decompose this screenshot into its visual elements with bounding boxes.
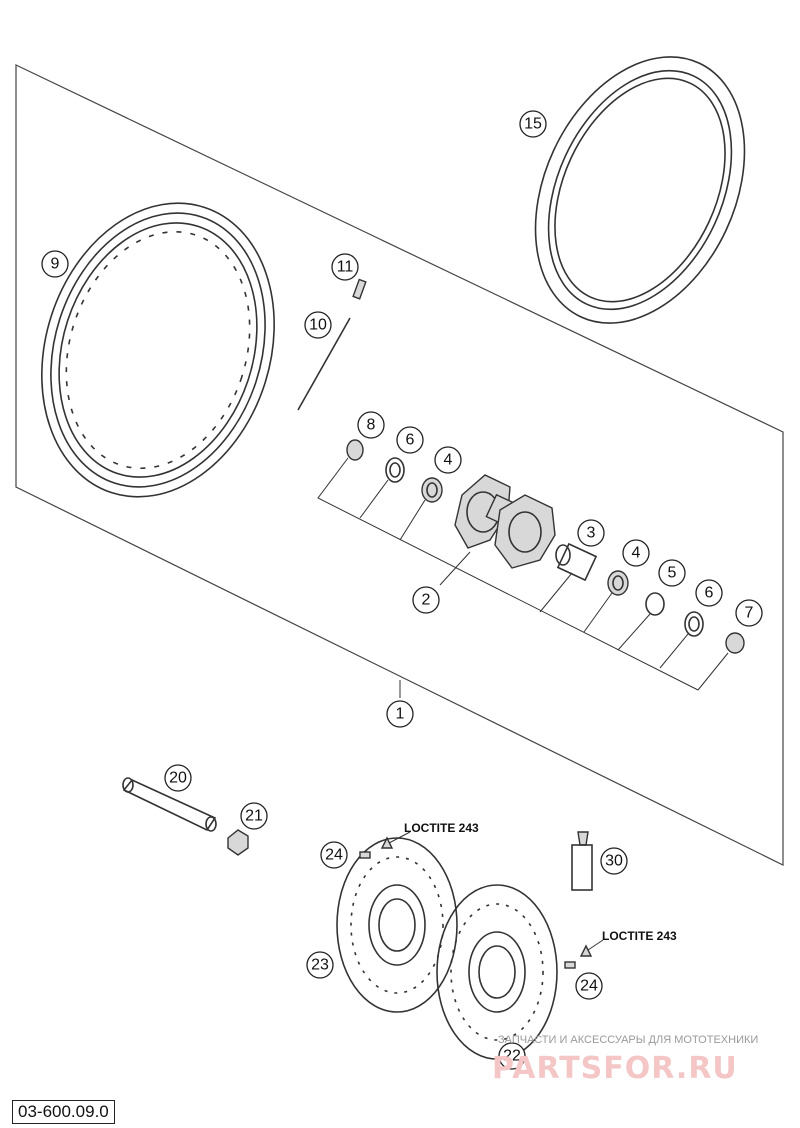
svg-text:21: 21	[245, 808, 263, 825]
leader-lines	[317, 457, 729, 698]
svg-text:2: 2	[422, 592, 431, 609]
spoke-nipple	[352, 278, 367, 300]
bearing-4-right	[607, 570, 629, 596]
circlip-5	[645, 592, 665, 616]
svg-text:4: 4	[632, 545, 641, 562]
callout-1: 1	[386, 700, 414, 728]
brake-disc-left	[336, 837, 458, 1013]
svg-text:24: 24	[325, 847, 343, 864]
svg-text:20: 20	[169, 770, 187, 787]
watermark-brand: PARTSFOR.RU	[492, 1051, 738, 1086]
svg-text:15: 15	[524, 116, 542, 133]
callout-15: 15	[519, 110, 547, 138]
callout-8: 8	[357, 411, 385, 439]
callout-10: 10	[304, 311, 332, 339]
svg-text:7: 7	[745, 605, 754, 622]
callout-23: 23	[306, 951, 334, 979]
loctite-note-a: LOCTITE 243	[404, 821, 479, 835]
wheel-hub	[454, 474, 556, 569]
loctite-bottle	[571, 831, 593, 891]
callout-24b: 24	[575, 972, 603, 1000]
callout-2: 2	[412, 586, 440, 614]
svg-text:4: 4	[444, 452, 453, 469]
callout-4b: 4	[622, 539, 650, 567]
rim	[41, 202, 275, 498]
svg-text:5: 5	[668, 565, 677, 582]
callout-6a: 6	[396, 426, 424, 454]
callout-4a: 4	[434, 446, 462, 474]
svg-text:22: 22	[503, 1048, 521, 1065]
svg-text:6: 6	[406, 432, 415, 449]
callout-6b: 6	[695, 579, 723, 607]
brake-disc-right	[436, 884, 558, 1060]
seal-6-left	[385, 457, 405, 483]
diagram-code-label: 03-600.09.0	[12, 1100, 115, 1124]
callout-9: 9	[41, 250, 69, 278]
screw-24-a	[359, 851, 371, 859]
loctite-note-b: LOCTITE 243	[602, 929, 677, 943]
spacer-8	[346, 439, 364, 461]
svg-text:9: 9	[51, 256, 60, 273]
tire	[534, 56, 746, 324]
distance-sleeve	[555, 542, 598, 582]
svg-text:11: 11	[337, 259, 354, 276]
callout-7: 7	[735, 599, 763, 627]
svg-text:10: 10	[309, 317, 327, 334]
callout-20: 20	[164, 764, 192, 792]
svg-text:23: 23	[311, 957, 329, 974]
svg-text:3: 3	[587, 525, 596, 542]
svg-text:1: 1	[396, 706, 405, 723]
svg-text:6: 6	[705, 585, 714, 602]
collar-nut	[227, 829, 249, 856]
loctite-drop-b	[579, 944, 593, 957]
seal-6-right	[684, 611, 704, 637]
callout-3: 3	[577, 519, 605, 547]
callout-5: 5	[658, 559, 686, 587]
watermark-caption: ЗАПЧАСТИ И АКСЕССУАРЫ ДЛЯ МОТОТЕХНИКИ	[498, 1034, 758, 1046]
callout-24a: 24	[320, 841, 348, 869]
svg-text:24: 24	[580, 978, 598, 995]
callout-22: 22	[498, 1042, 526, 1070]
callout-30: 30	[600, 847, 628, 875]
svg-text:8: 8	[367, 417, 376, 434]
screw-24-b	[564, 961, 576, 969]
bearing-4-left	[421, 477, 443, 503]
callout-11: 11	[331, 253, 359, 281]
spoke	[297, 317, 351, 411]
spacer-7	[725, 632, 745, 654]
svg-text:30: 30	[605, 853, 623, 870]
callout-21: 21	[240, 802, 268, 830]
assembly-frame	[15, 64, 784, 866]
wheel-spindle	[122, 777, 217, 832]
